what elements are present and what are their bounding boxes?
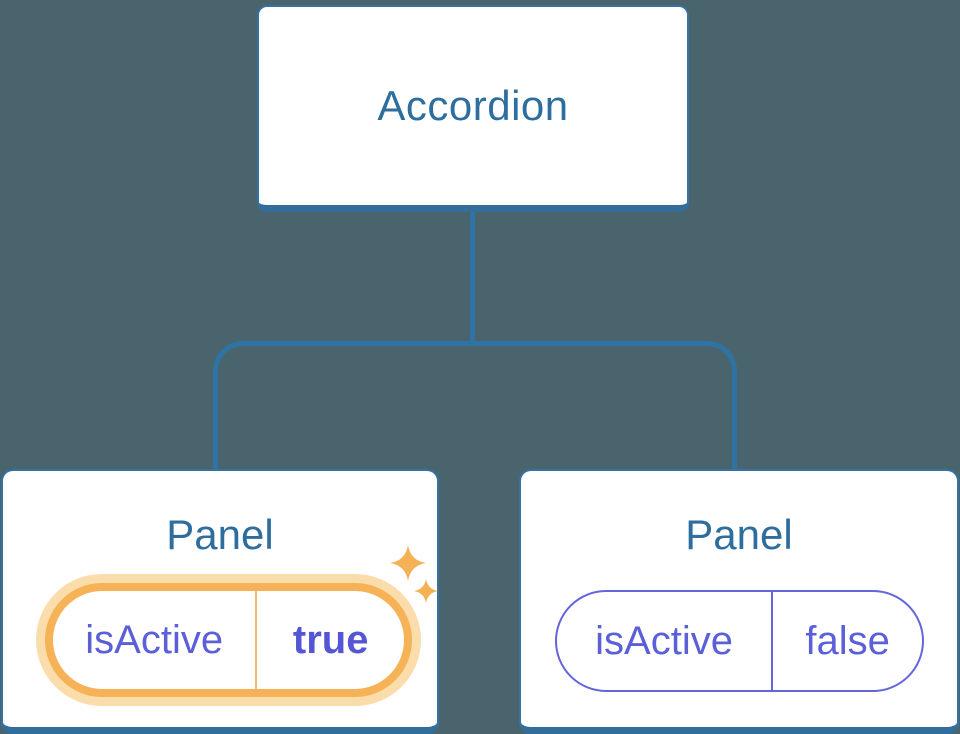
accordion-node-label: Accordion [377, 82, 569, 129]
prop-value: true [292, 617, 369, 662]
prop-pill-active: isActive true [45, 583, 412, 697]
prop-pill-inactive: isActive false [555, 590, 924, 692]
panel-node-label: Panel [685, 511, 793, 558]
prop-name: isActive [53, 591, 258, 689]
prop-value: false [805, 618, 890, 663]
panel-node-inactive: Panel isActive false [519, 469, 959, 734]
panel-node-label: Panel [166, 511, 274, 558]
connector-branch-lines [213, 341, 737, 472]
accordion-node: Accordion [257, 5, 689, 212]
prop-name: isActive [557, 592, 774, 690]
sparkles-icon [390, 545, 438, 603]
connector-trunk-line [470, 209, 475, 345]
panel-node-active: Panel isActive true [1, 469, 439, 734]
